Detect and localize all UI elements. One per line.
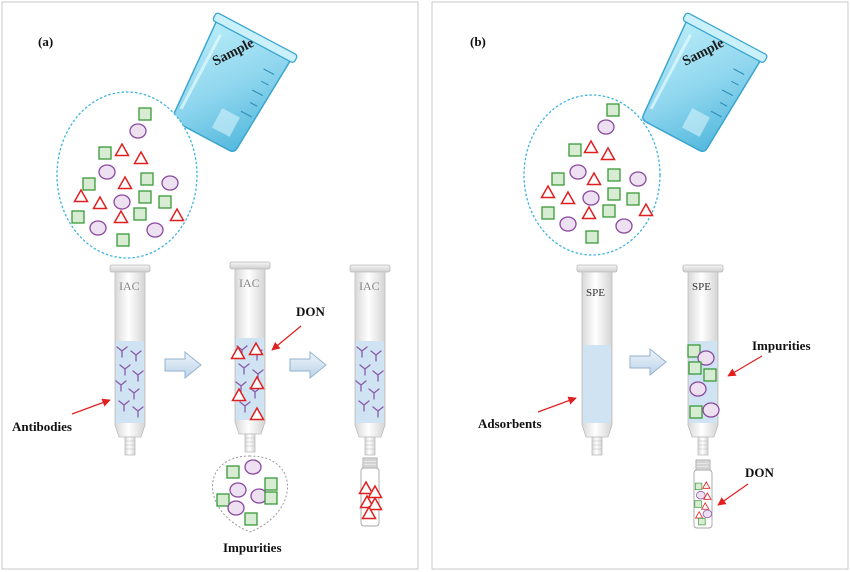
adsorbents-label: Adsorbents: [478, 416, 542, 431]
column-label-iac-2: IAC: [239, 276, 260, 290]
sample-beaker-a: Sample: [160, 10, 300, 160]
antibodies-pointer: [71, 398, 111, 415]
iac-column-2: IAC: [229, 261, 271, 453]
panel-b-label: (b): [470, 34, 486, 49]
panel-b: (b) Sample: [431, 1, 849, 570]
sample-beaker-b: Sample: [630, 10, 770, 160]
don-pointer-a: [271, 325, 302, 351]
adsorbents-pointer: [537, 396, 577, 413]
don-label-a: DON: [296, 304, 326, 319]
panel-b-frame: [431, 1, 849, 570]
impurities-label-b: Impurities: [752, 338, 811, 353]
column-label-spe-1: SPE: [586, 287, 605, 299]
panel-a-label: (a): [38, 34, 53, 49]
don-pointer-b: [717, 483, 749, 506]
don-vial-a: [358, 457, 383, 527]
column-label-iac-1: IAC: [119, 279, 140, 293]
column-label-spe-2: SPE: [692, 281, 711, 293]
don-vial-b: [693, 459, 713, 529]
sample-bubble-b: [523, 94, 661, 256]
don-label-b: DON: [745, 465, 775, 480]
impurities-droplet: [212, 455, 288, 533]
iac-column-3: IAC: [349, 264, 391, 456]
iac-column-1: IAC: [109, 264, 151, 456]
column-label-iac-3: IAC: [359, 279, 380, 293]
panel-a: (a) Sample: [1, 1, 419, 570]
antibodies-label: Antibodies: [12, 419, 72, 434]
sample-bubble-a: [56, 91, 198, 259]
spe-column-1: SPE: [576, 264, 618, 456]
impurities-pointer-b: [727, 355, 763, 377]
spe-column-2: SPE: [682, 264, 724, 456]
impurities-label-a: Impurities: [223, 540, 282, 555]
